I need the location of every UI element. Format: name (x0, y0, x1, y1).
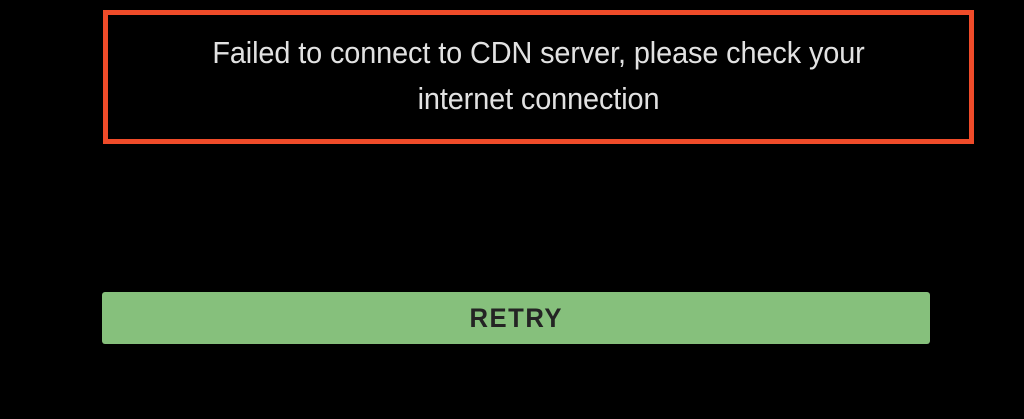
retry-button[interactable]: RETRY (102, 292, 930, 344)
error-banner: Failed to connect to CDN server, please … (103, 10, 974, 144)
empty-content-region (0, 144, 1024, 292)
error-message-text: Failed to connect to CDN server, please … (212, 35, 865, 116)
retry-button-label: RETRY (469, 302, 563, 333)
